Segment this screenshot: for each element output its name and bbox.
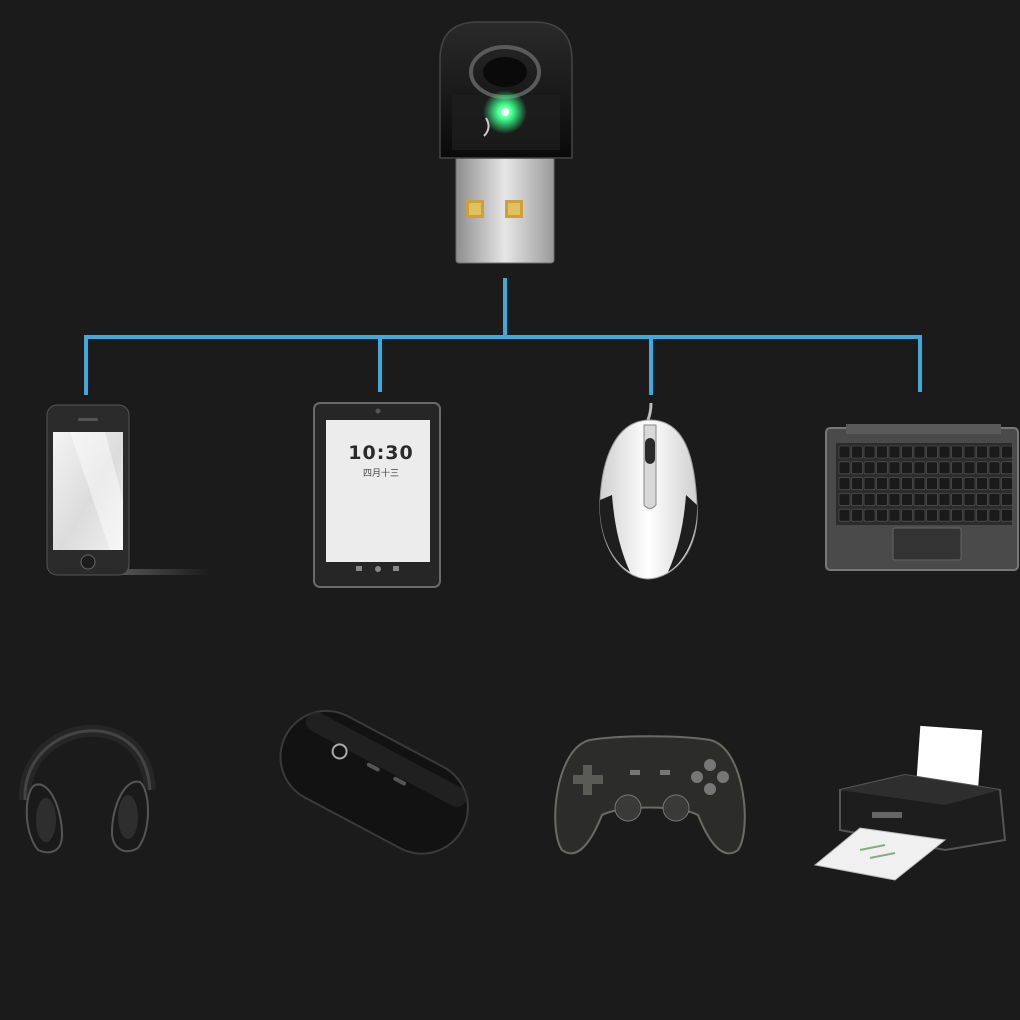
keyboard-key <box>988 445 1001 459</box>
keyboard-key <box>876 493 888 506</box>
keyboard-key <box>863 445 876 459</box>
keyboard-key <box>1001 461 1013 475</box>
keyboard-key <box>926 493 938 506</box>
keyboard-key <box>963 493 976 506</box>
keyboard-key <box>888 477 901 490</box>
keyboard-key <box>851 445 863 459</box>
keyboard-key <box>951 477 963 490</box>
keyboard-key <box>976 493 988 506</box>
keyboard-key <box>838 508 851 522</box>
keyboard-key <box>863 477 876 490</box>
keyboard-key <box>888 461 901 475</box>
keyboard-key <box>888 508 901 522</box>
speaker-icon <box>279 709 469 855</box>
tablet-clock-time: 10:30 <box>348 442 414 464</box>
keyboard-key <box>913 445 926 459</box>
keyboard-key <box>938 477 951 490</box>
keyboard-key <box>851 461 863 475</box>
keyboard-key <box>876 477 888 490</box>
keyboard-key <box>913 493 926 506</box>
keyboard-key <box>838 461 851 475</box>
keyboard-key <box>863 461 876 475</box>
keyboard-key <box>863 508 876 522</box>
keyboard-key <box>938 508 951 522</box>
keyboard-key <box>863 493 876 506</box>
keyboard-key <box>901 461 913 475</box>
usb-bluetooth-adapter-icon <box>439 21 573 264</box>
connector-tree <box>84 278 922 395</box>
keyboard-key <box>951 493 963 506</box>
keyboard-key <box>951 461 963 475</box>
keyboard-key <box>876 461 888 475</box>
printer-icon <box>813 725 1007 881</box>
keyboard-key <box>976 477 988 490</box>
mouse-icon <box>599 402 698 580</box>
keyboard-key <box>838 493 851 506</box>
keyboard-key <box>951 445 963 459</box>
keyboard-key <box>901 493 913 506</box>
keyboard-keys <box>838 445 1013 522</box>
gamepad-icon <box>554 735 746 855</box>
keyboard-key <box>913 461 926 475</box>
keyboard-key <box>851 493 863 506</box>
keyboard-key <box>963 508 976 522</box>
keyboard-key <box>926 477 938 490</box>
keyboard-key <box>938 461 951 475</box>
keyboard-key <box>913 508 926 522</box>
keyboard-key <box>838 477 851 490</box>
keyboard-key <box>926 508 938 522</box>
keyboard-key <box>876 445 888 459</box>
keyboard-key <box>1001 445 1013 459</box>
keyboard-key <box>901 445 913 459</box>
keyboard-key <box>926 461 938 475</box>
keyboard-key <box>913 477 926 490</box>
keyboard-key <box>963 477 976 490</box>
keyboard-key <box>976 461 988 475</box>
keyboard-key <box>988 461 1001 475</box>
keyboard-key <box>976 508 988 522</box>
keyboard-key <box>876 508 888 522</box>
keyboard-key <box>1001 477 1013 490</box>
keyboard-key <box>888 493 901 506</box>
keyboard-key <box>976 445 988 459</box>
keyboard-key <box>938 493 951 506</box>
keyboard-key <box>938 445 951 459</box>
keyboard-key <box>901 508 913 522</box>
keyboard-key <box>838 445 851 459</box>
keyboard-key <box>926 445 938 459</box>
headphones-icon <box>18 724 156 854</box>
keyboard-key <box>963 445 976 459</box>
tablet-clock-date: 四月十三 <box>362 469 399 479</box>
keyboard-key <box>901 477 913 490</box>
keyboard-key <box>888 445 901 459</box>
keyboard-key <box>851 477 863 490</box>
keyboard-key <box>951 508 963 522</box>
keyboard-icon <box>825 424 1019 571</box>
smartphone-icon <box>46 404 210 576</box>
tablet-icon <box>313 402 441 588</box>
keyboard-key <box>988 493 1001 506</box>
keyboard-key <box>988 477 1001 490</box>
keyboard-key <box>1001 493 1013 506</box>
keyboard-key <box>851 508 863 522</box>
keyboard-key <box>988 508 1001 522</box>
keyboard-key <box>1001 508 1013 522</box>
keyboard-key <box>963 461 976 475</box>
